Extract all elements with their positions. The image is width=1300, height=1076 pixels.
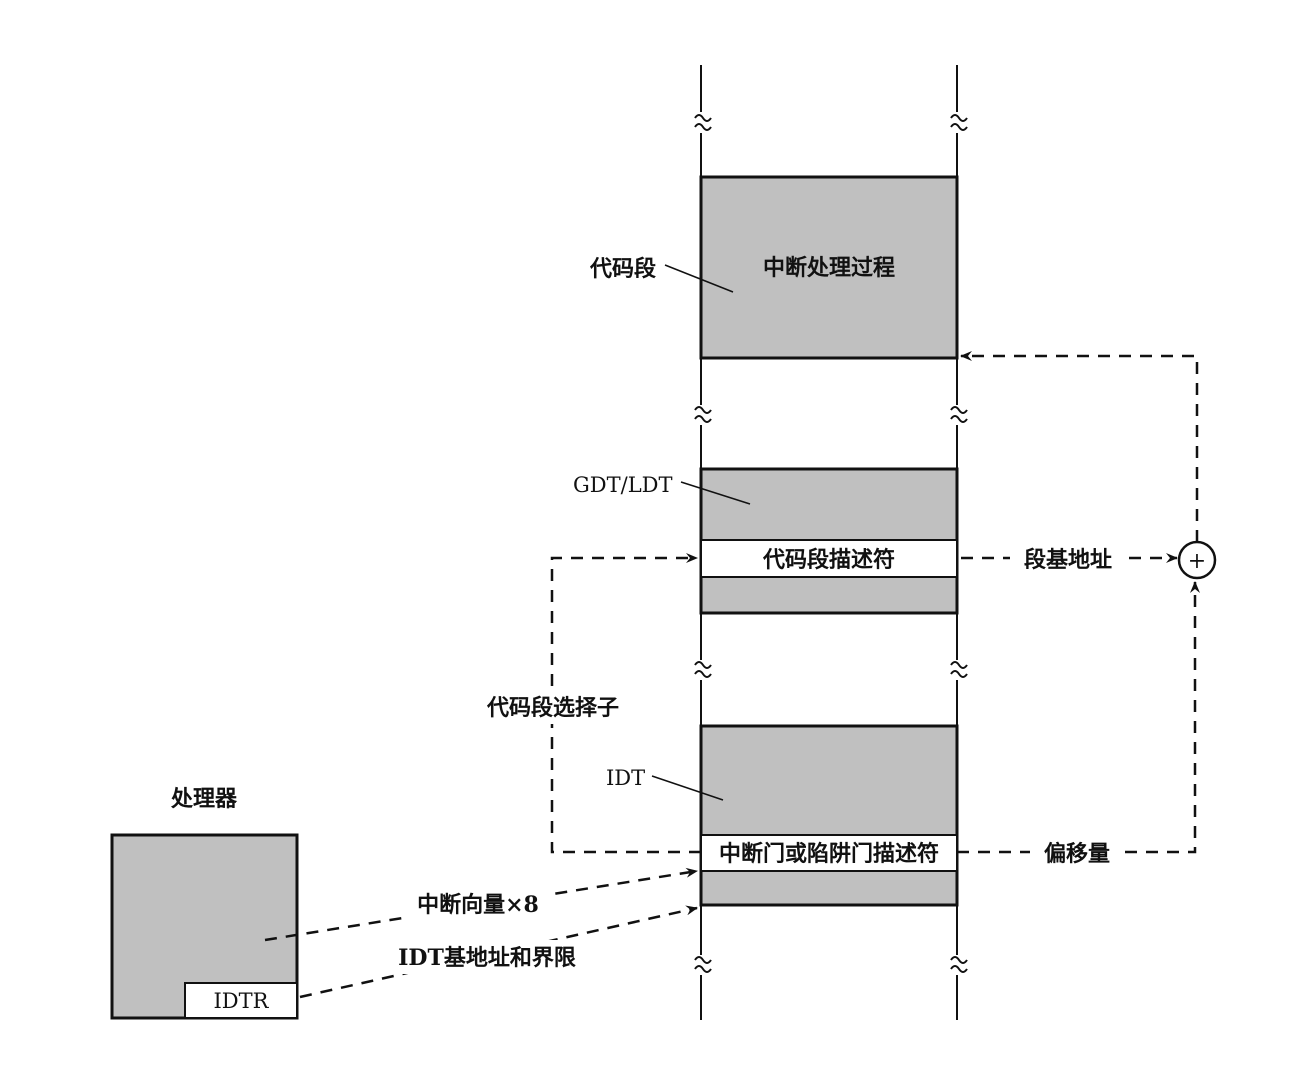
idt-base-limit-label: IDT基地址和界限 bbox=[398, 945, 576, 971]
processor-title: 处理器 bbox=[170, 786, 238, 812]
gdt-ldt-block: 代码段描述符 GDT/LDT bbox=[573, 467, 959, 615]
memory-rails bbox=[694, 65, 968, 1020]
interrupt-handler-text: 中断处理过程 bbox=[763, 255, 895, 281]
gdt-ldt-leader bbox=[680, 481, 751, 505]
code-segment-label: 代码段 bbox=[589, 256, 656, 282]
left-rail-top bbox=[694, 65, 712, 405]
code-segment-block: 中断处理过程 代码段 bbox=[589, 175, 959, 360]
idtr-label: IDTR bbox=[214, 989, 270, 1013]
segment-base-label: 段基地址 bbox=[1024, 547, 1112, 573]
code-segment-leader bbox=[664, 264, 734, 293]
idt-block: 中断门或陷阱门描述符 IDT bbox=[606, 724, 959, 907]
idt-leader bbox=[651, 775, 724, 801]
offset-label: 偏移量 bbox=[1044, 841, 1110, 867]
idt-label: IDT bbox=[606, 766, 645, 790]
left-rail-bottom bbox=[694, 956, 712, 1020]
code-descriptor-text: 代码段描述符 bbox=[762, 547, 895, 573]
code-selector-label: 代码段选择子 bbox=[486, 695, 619, 721]
vector-label: 中断向量×8 bbox=[417, 892, 539, 918]
adder: + bbox=[1177, 540, 1217, 580]
processor-block: 处理器 IDTR bbox=[110, 786, 299, 1020]
gate-descriptor-text: 中断门或陷阱门描述符 bbox=[719, 841, 939, 867]
offset-path bbox=[957, 581, 1200, 854]
idtr-rect bbox=[184, 982, 298, 1019]
adder-symbol: + bbox=[1188, 549, 1206, 574]
idt-rect bbox=[699, 724, 959, 907]
right-rail-top bbox=[950, 65, 968, 405]
right-rail-bottom bbox=[950, 956, 968, 1020]
code-descriptor-rect bbox=[700, 539, 958, 578]
code-segment-rect bbox=[699, 175, 959, 360]
gdt-ldt-label: GDT/LDT bbox=[573, 473, 672, 497]
adder-output-path bbox=[960, 351, 1199, 542]
idt-base-arrow bbox=[299, 905, 698, 999]
edge-labels: 段基地址 代码段选择子 偏移量 中断向量×8 IDT基地址和界限 bbox=[385, 540, 1128, 974]
